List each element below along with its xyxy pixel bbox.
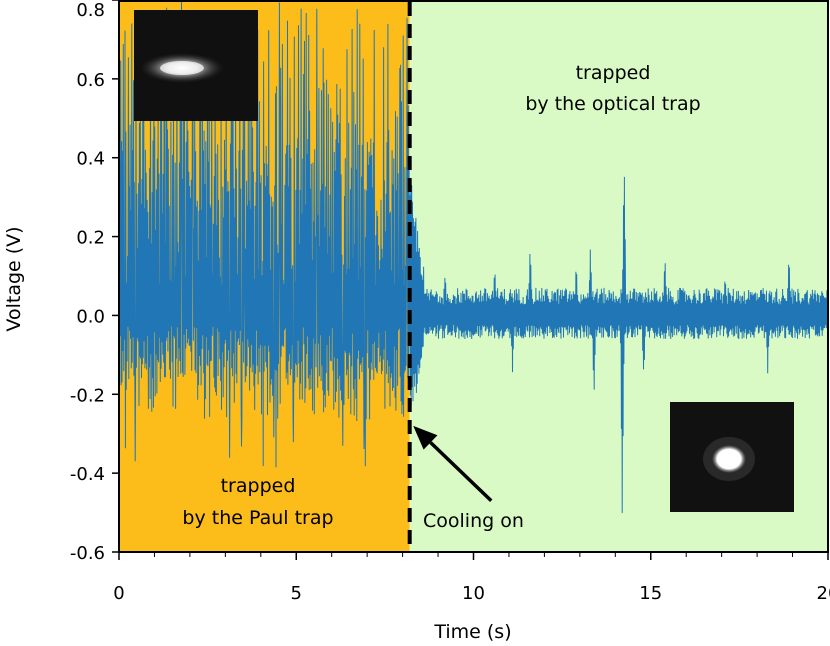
y-axis-label-text: Voltage (V) <box>3 226 25 331</box>
y-tick-label: -0.6 <box>70 543 105 564</box>
paul-trap-label-line1: trapped <box>221 475 296 497</box>
voltage-signal-line <box>119 1 828 514</box>
paul-trap-label: trapped by the Paul trap <box>182 475 333 529</box>
x-tick-label: 10 <box>462 583 485 604</box>
paul-trap-inset <box>134 10 258 121</box>
y-tick-label: 0.6 <box>76 70 105 91</box>
bright-spot-image-icon <box>712 445 746 473</box>
y-axis-ticks: -0.6 -0.4 -0.2 0.0 0.2 0.4 0.6 0.8 <box>70 0 119 564</box>
x-tick-label: 0 <box>113 583 124 604</box>
x-axis-ticks: 0 5 10 15 20 <box>113 552 830 604</box>
optical-trap-inset <box>670 402 794 512</box>
y-tick-label: 0.8 <box>76 0 105 21</box>
y-axis-label: Voltage (V) <box>3 226 25 331</box>
y-tick-label: -0.4 <box>70 464 105 485</box>
cooling-on-arrow-head-icon <box>413 425 438 450</box>
cooling-on-label: Cooling on <box>423 510 524 532</box>
cooling-on-annotation: Cooling on <box>413 425 524 532</box>
x-axis-label: Time (s) <box>433 621 511 643</box>
y-tick-label: 0.4 <box>76 149 105 170</box>
cloud-core-icon <box>160 61 204 75</box>
paul-trap-label-line2: by the Paul trap <box>182 507 333 529</box>
x-tick-label: 20 <box>817 583 830 604</box>
y-tick-label: -0.2 <box>70 385 105 406</box>
x-axis-label-text: Time (s) <box>433 621 511 643</box>
cooling-on-arrow-icon <box>429 441 493 503</box>
optical-trap-label-line2: by the optical trap <box>525 93 700 115</box>
x-tick-label: 5 <box>291 583 302 604</box>
y-tick-label: 0.0 <box>76 306 105 327</box>
optical-trap-label-line1: trapped <box>576 62 651 84</box>
x-tick-label: 15 <box>639 583 662 604</box>
optical-trap-label: trapped by the optical trap <box>525 62 700 115</box>
y-tick-label: 0.2 <box>76 228 105 249</box>
